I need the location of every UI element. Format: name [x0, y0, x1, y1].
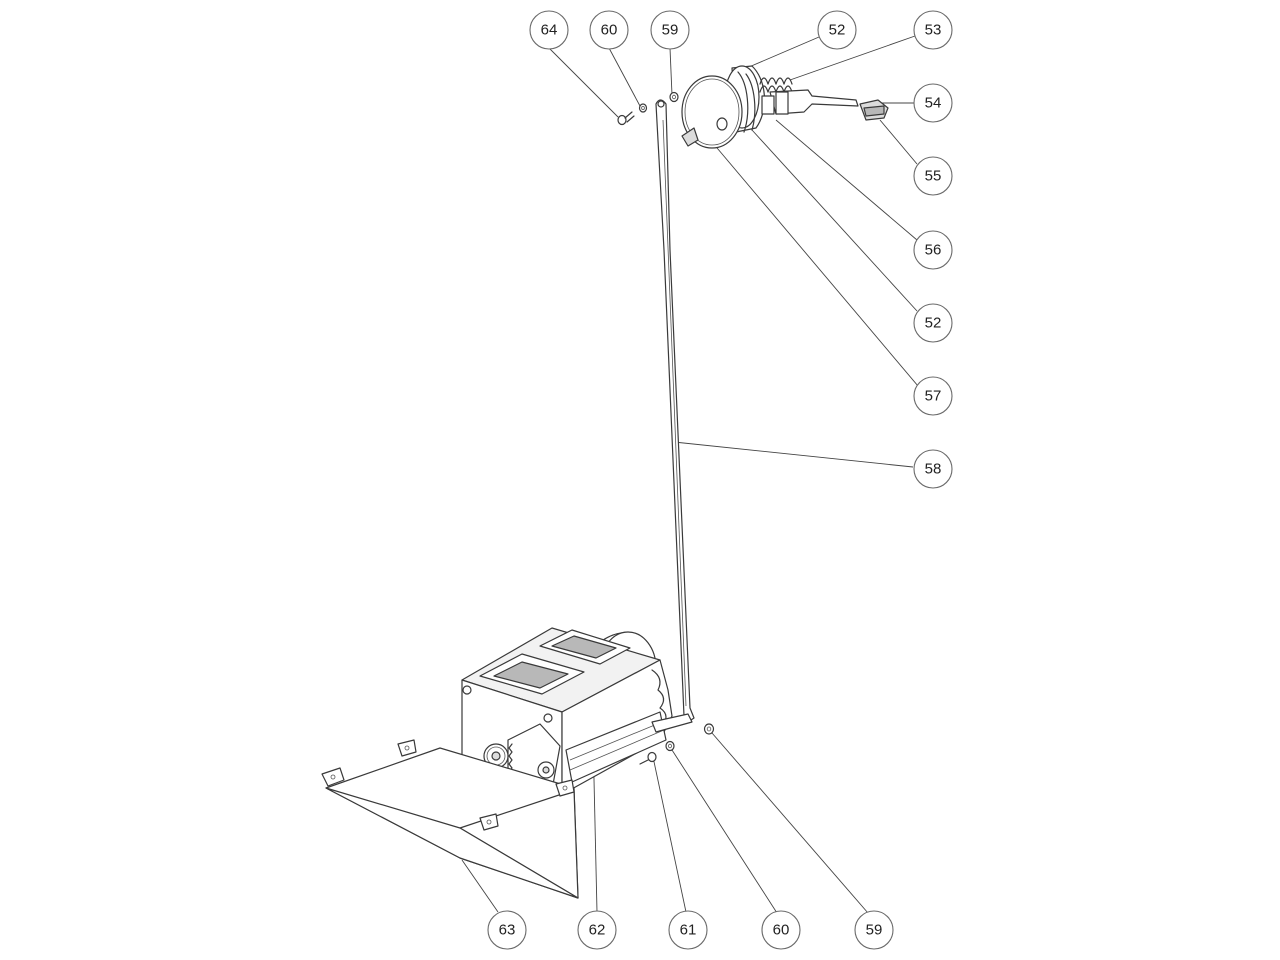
connecting-rod-58 [655, 99, 695, 723]
callout-label: 64 [541, 22, 558, 39]
callout-52-top: 52 [817, 10, 857, 50]
knob-55 [859, 99, 889, 121]
callout-label: 57 [925, 388, 942, 405]
callout-label: 53 [925, 22, 942, 39]
callout-label: 60 [773, 922, 790, 939]
callout-55: 55 [913, 156, 953, 196]
nut-59-bottom [703, 723, 715, 735]
callout-62: 62 [577, 910, 617, 950]
callout-53: 53 [913, 10, 953, 50]
callout-58: 58 [913, 449, 953, 489]
bolt-64-top [617, 111, 635, 126]
callout-label: 63 [499, 922, 516, 939]
callout-label: 52 [829, 22, 846, 39]
callout-52-mid: 52 [913, 303, 953, 343]
callout-label: 54 [925, 95, 942, 112]
callout-59-bottom: 59 [854, 910, 894, 950]
callout-63: 63 [487, 910, 527, 950]
callout-label: 59 [662, 22, 679, 39]
callout-59-top: 59 [650, 10, 690, 50]
washer-60-bottom [665, 740, 675, 752]
callout-label: 58 [925, 461, 942, 478]
callout-label: 55 [925, 168, 942, 185]
callout-60-top: 60 [589, 10, 629, 50]
bolt-61-bottom [639, 751, 657, 765]
pinion-gear [483, 743, 509, 769]
callout-64-top: 64 [529, 10, 569, 50]
callout-57: 57 [913, 376, 953, 416]
washer-60-top [638, 103, 648, 113]
callout-56: 56 [913, 230, 953, 270]
nut-59-top [669, 91, 679, 103]
actuator-assembly [681, 65, 889, 149]
callout-label: 62 [589, 922, 606, 939]
callout-label: 56 [925, 242, 942, 259]
callout-label: 59 [866, 922, 883, 939]
spring-53 [759, 77, 793, 93]
callout-60-bottom: 60 [761, 910, 801, 950]
callout-label: 61 [680, 922, 697, 939]
callout-61: 61 [668, 910, 708, 950]
chute-63 [321, 739, 579, 899]
callout-label: 52 [925, 315, 942, 332]
callout-54: 54 [913, 83, 953, 123]
callout-label: 60 [601, 22, 618, 39]
